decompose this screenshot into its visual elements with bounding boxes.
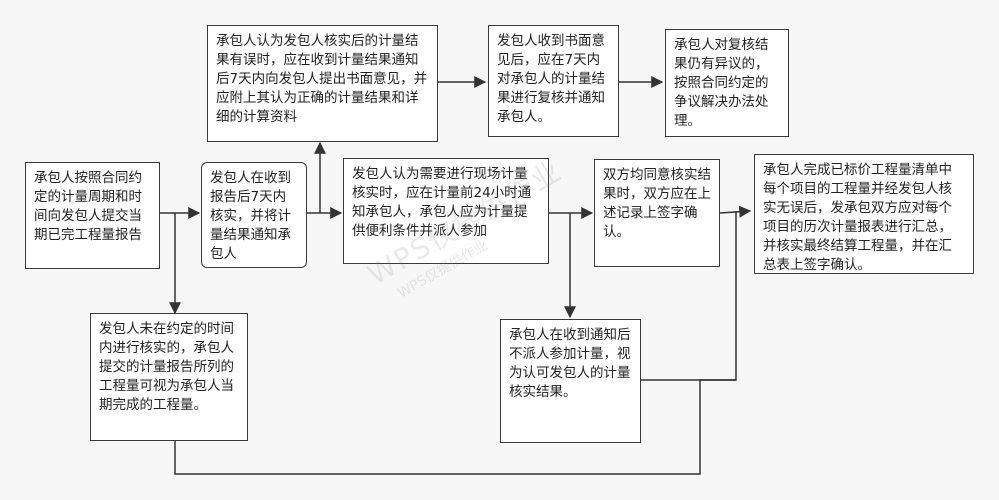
step-both-confirm: 双方均同意核实结果时，双方应在上述记录上签字确认。 [594, 159, 720, 267]
step-dispute-resolution: 承包人对复核结果仍有异议的，按照合同约定的争议解决办法处理。 [665, 29, 789, 137]
step-final-summary-text: 承包人完成已标价工程量清单中每个项目的工程量并经发包人核实无误后，发承包双方应对… [763, 162, 952, 273]
step-absent-text: 承包人在收到通知后不派人参加计量，视为认可发包人的计量核实结果。 [509, 327, 631, 400]
step-review-text: 发包人收到书面意见后，应在7天内对承包人的计量结果进行复核并通知承包人。 [497, 33, 605, 125]
step-unverified-text: 发包人未在约定的时间内进行核实的，承包人提交的计量报告所列的工程量可视为承包人当… [99, 321, 234, 413]
step-submit-report: 承包人按照合同约定的计量周期和时间向发包人提交当期已完工程量报告 [25, 162, 160, 269]
step-dispute-text: 承包人对复核结果仍有异议的，按照合同约定的争议解决办法处理。 [674, 37, 769, 129]
step-final-quantity-summary: 承包人完成已标价工程量清单中每个项目的工程量并经发包人核实无误后，发承包双方应对… [754, 154, 974, 274]
step-employer-review: 发包人收到书面意见后，应在7天内对承包人的计量结果进行复核并通知承包人。 [488, 25, 619, 137]
step-submit-report-text: 承包人按照合同约定的计量周期和时间向发包人提交当期已完工程量报告 [34, 170, 142, 243]
edge-confirm-to-final [719, 205, 752, 218]
step-both-confirm-text: 双方均同意核实结果时，双方应在上述记录上签字确认。 [603, 167, 711, 240]
step-objection-text: 承包人认为发包人核实后的计量结果有误时，应在收到计量结果通知后7天内向发包人提出… [216, 33, 428, 125]
edge-unverified-to-final [174, 379, 736, 475]
step-verify-within-7-days: 发包人在收到报告后7天内核实，并将计量结果通知承包人 [201, 162, 307, 268]
step-site-measurement: 发包人认为需要进行现场计量核实时，应在计量前24小时通知承包人，承包人应为计量提… [343, 158, 549, 264]
step-contractor-objection: 承包人认为发包人核实后的计量结果有误时，应在收到计量结果通知后7天内向发包人提出… [207, 25, 438, 142]
step-unverified-deemed-accepted: 发包人未在约定的时间内进行核实的，承包人提交的计量报告所列的工程量可视为承包人当… [90, 313, 248, 441]
step-absent-deemed-accepted: 承包人在收到通知后不派人参加计量，视为认可发包人的计量核实结果。 [500, 319, 641, 443]
step-site-measurement-text: 发包人认为需要进行现场计量核实时，应在计量前24小时通知承包人，承包人应为计量提… [352, 166, 532, 239]
step-verify-text: 发包人在收到报告后7天内核实，并将计量结果通知承包人 [210, 170, 291, 262]
